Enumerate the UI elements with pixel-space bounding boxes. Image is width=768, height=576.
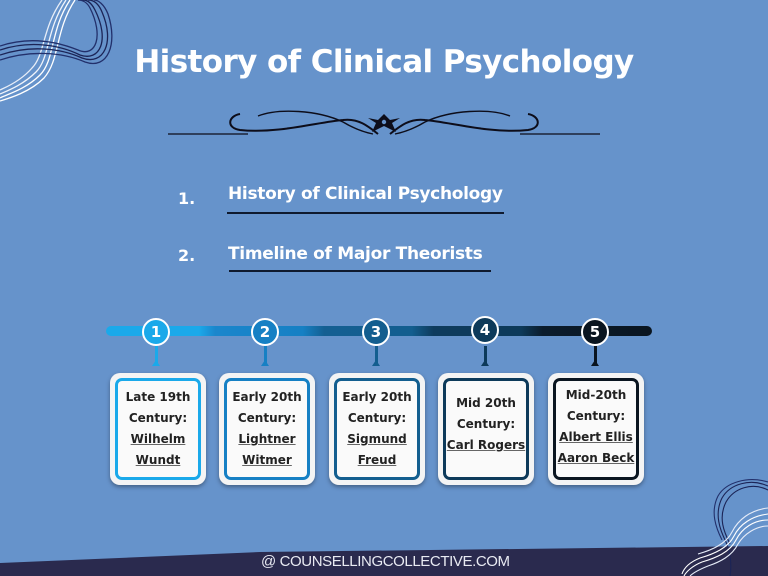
card-theorist-name[interactable]: Sigmund <box>347 432 407 446</box>
timeline-connector-5 <box>591 346 599 366</box>
timeline-connector-2 <box>261 346 269 366</box>
card-theorist-name[interactable]: Lightner <box>238 432 296 446</box>
toc-link-timeline[interactable]: Timeline of Major Theorists <box>228 244 483 264</box>
card-theorist-name[interactable]: Aaron Beck <box>557 451 635 465</box>
timeline-node-1: 1 <box>142 318 170 346</box>
card-period: Early 20th <box>342 390 412 404</box>
card-theorist-name[interactable]: Carl Rogers <box>446 438 526 452</box>
card-period-suffix: Century: <box>128 411 188 425</box>
timeline-card-4: Mid 20th Century: Carl Rogers <box>438 373 534 485</box>
timeline-node-3: 3 <box>362 318 390 346</box>
timeline-node-2: 2 <box>251 318 279 346</box>
timeline-connector-1 <box>152 346 160 366</box>
card-period-suffix: Century: <box>456 417 516 431</box>
page-title: History of Clinical Psychology <box>134 44 634 80</box>
footer-website[interactable]: @ COUNSELLINGCOLLECTIVE.COM <box>261 553 510 570</box>
card-period-suffix: Century: <box>347 411 407 425</box>
toc-link-history[interactable]: History of Clinical Psychology <box>228 184 503 204</box>
card-period-suffix: Century: <box>566 409 626 423</box>
toc-number-2: 2. <box>178 246 196 265</box>
flourish-divider-icon <box>168 110 600 135</box>
timeline-node-4: 4 <box>471 316 499 344</box>
card-theorist-name[interactable]: Wundt <box>135 453 181 467</box>
timeline-card-2: Early 20th Century: Lightner Witmer <box>219 373 315 485</box>
toc-underline-2 <box>229 270 491 272</box>
card-theorist-name[interactable]: Albert Ellis <box>559 430 633 444</box>
timeline-connector-3 <box>372 346 380 366</box>
card-period: Mid-20th <box>565 388 627 402</box>
card-theorist-name[interactable]: Witmer <box>242 453 292 467</box>
timeline-card-5: Mid-20th Century: Albert Ellis Aaron Bec… <box>548 373 644 485</box>
card-theorist-name[interactable]: Freud <box>357 453 397 467</box>
timeline-card-3: Early 20th Century: Sigmund Freud <box>329 373 425 485</box>
card-theorist-name[interactable]: Wilhelm <box>130 432 186 446</box>
toc-underline-1 <box>227 212 504 214</box>
card-period: Mid 20th <box>456 396 516 410</box>
wavy-lines-decoration-icon <box>681 479 768 576</box>
card-period: Late 19th <box>125 390 191 404</box>
toc-number-1: 1. <box>178 189 196 208</box>
timeline-card-1: Late 19th Century: Wilhelm Wundt <box>110 373 206 485</box>
card-period-suffix: Century: <box>237 411 297 425</box>
timeline-connector-4 <box>481 346 489 366</box>
card-period: Early 20th <box>232 390 302 404</box>
timeline-node-5: 5 <box>581 318 609 346</box>
wavy-lines-decoration-icon <box>0 0 113 102</box>
